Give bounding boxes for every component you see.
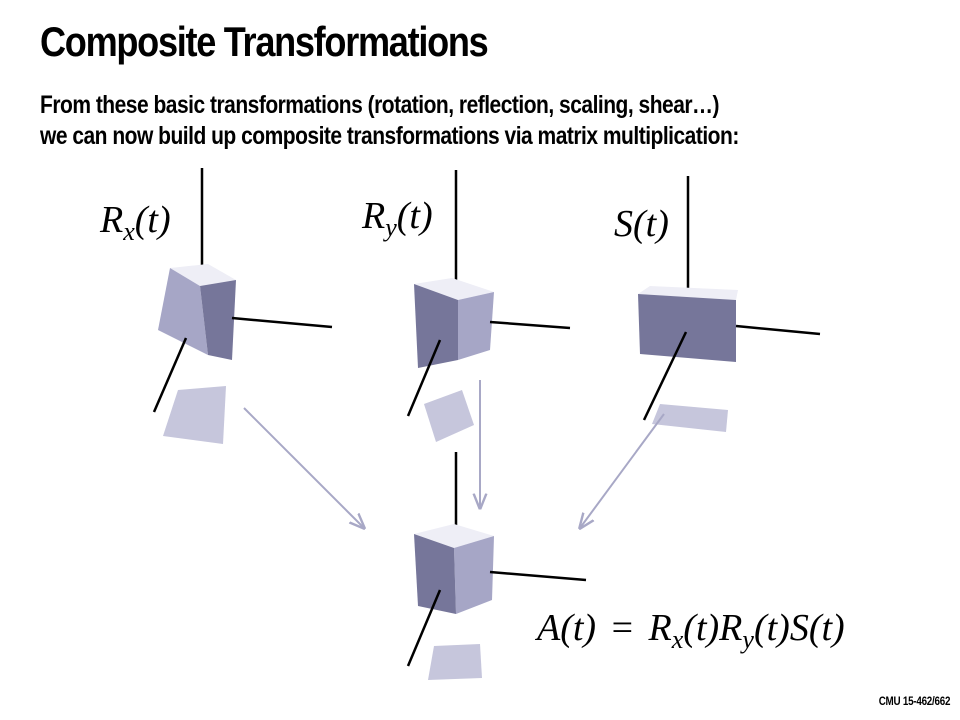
composite-shadow — [428, 644, 482, 680]
ry-cube-front — [414, 284, 458, 368]
slide-title: Composite Transformations — [40, 18, 489, 65]
rx-axis-x — [231, 316, 333, 329]
ry-shadow — [424, 390, 474, 442]
composite-cube-side — [454, 536, 494, 614]
subtitle-line-1: From these basic transformations (rotati… — [40, 91, 720, 119]
ry-axis-y — [406, 339, 442, 417]
subtitle-line-2: we can now build up composite transforma… — [40, 122, 739, 150]
label-rx: Rx(t) — [100, 199, 171, 246]
composite-axis-y — [406, 589, 442, 667]
ry-axis-x — [489, 320, 571, 330]
label-s: S(t) — [614, 203, 669, 245]
s-cube-front — [638, 294, 736, 362]
rx-cube-group — [152, 168, 333, 444]
arrow-rx-to-composite — [243, 407, 364, 528]
composite-equation: A(t) = Rx(t)Ry(t)S(t) — [537, 607, 845, 654]
s-axis-y — [642, 331, 688, 421]
rx-cube-side — [158, 268, 208, 355]
s-cube-group — [638, 176, 821, 432]
slide-subtitle: From these basic transformations (rotati… — [40, 90, 739, 152]
arrow-s-to-composite — [580, 413, 665, 528]
rx-cube-top — [170, 264, 236, 286]
composite-axis-x — [489, 570, 587, 582]
rx-cube-front — [200, 280, 236, 360]
rx-axis-y — [152, 337, 188, 413]
ry-cube-group — [406, 170, 571, 442]
s-shadow — [652, 404, 728, 432]
rx-shadow — [163, 386, 226, 444]
s-axis-x — [735, 324, 821, 336]
composite-cube-front — [414, 534, 456, 614]
s-cube-top — [638, 286, 738, 300]
composite-cube-group — [406, 452, 587, 680]
ry-cube-side — [458, 292, 494, 360]
label-ry: Ry(t) — [362, 195, 433, 242]
arrows — [243, 380, 665, 528]
ry-cube-top — [414, 278, 494, 300]
course-footer: CMU 15-462/662 — [878, 694, 951, 708]
